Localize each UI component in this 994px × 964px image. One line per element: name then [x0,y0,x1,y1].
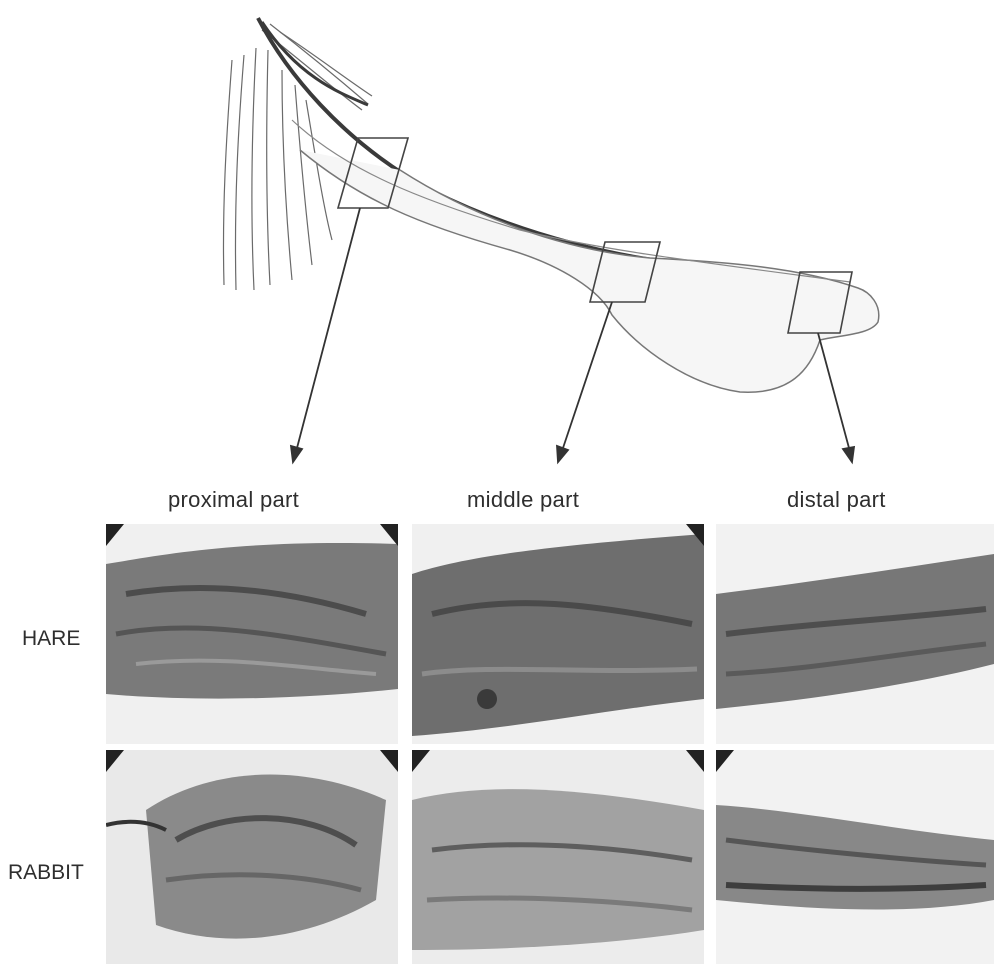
panel-hare-proximal [106,524,398,744]
column-label-middle: middle part [467,487,579,513]
panel-rabbit-proximal [106,750,398,964]
arrow-head-distal [843,447,854,462]
anatomical-drawing [0,0,994,470]
panel-hare-middle [412,524,704,744]
panel-rabbit-distal [716,750,994,964]
panel-hare-distal [716,524,994,744]
arrow-head-proximal [291,446,302,462]
panel-rabbit-middle [412,750,704,964]
column-label-proximal: proximal part [168,487,299,513]
arrow-head-middle [557,446,568,462]
tissue-outline [300,150,879,392]
row-label-hare: HARE [22,627,80,651]
column-label-distal: distal part [787,487,886,513]
row-label-rabbit: RABBIT [8,861,84,885]
